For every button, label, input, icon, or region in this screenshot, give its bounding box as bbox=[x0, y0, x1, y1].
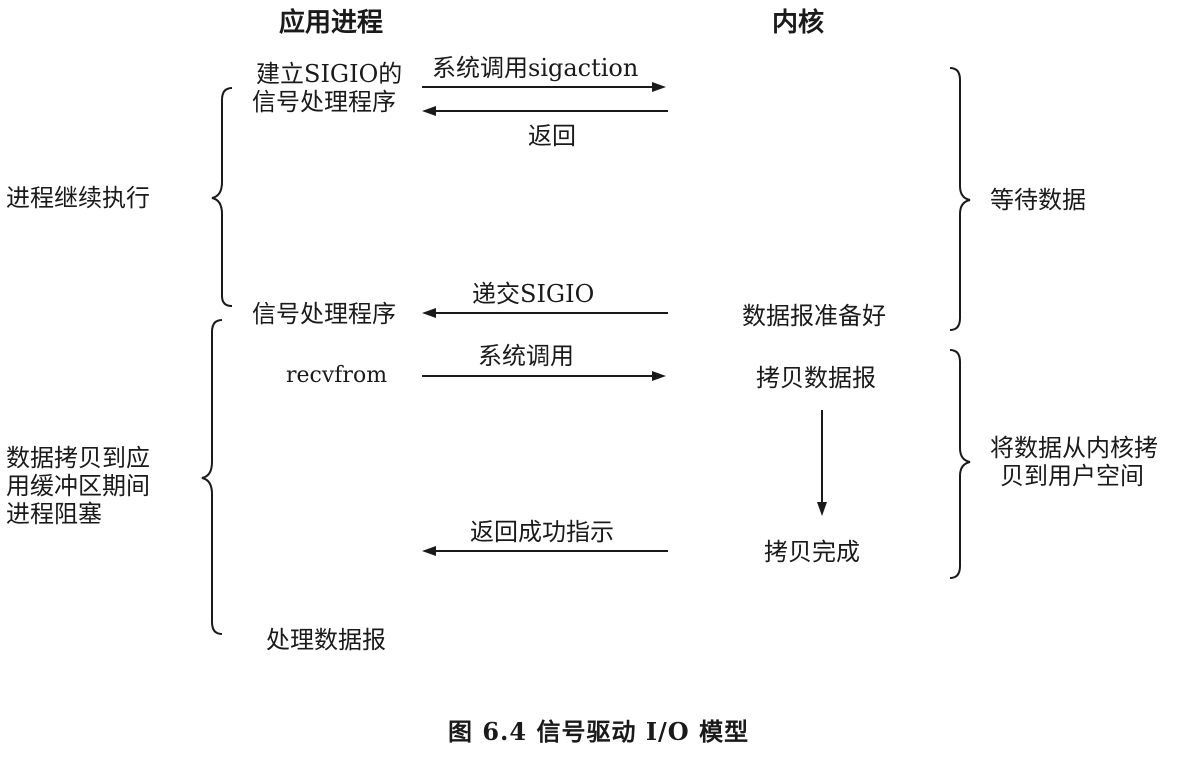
return-success-label: 返回成功指示 bbox=[470, 518, 614, 546]
brace-copy-to-user bbox=[949, 349, 971, 579]
return-label: 返回 bbox=[528, 122, 576, 150]
figure-caption: 图 6.4 信号驱动 I/O 模型 bbox=[448, 717, 750, 746]
arrow-deliver-sigio bbox=[422, 308, 668, 318]
copy-datagram-label: 拷贝数据报 bbox=[756, 364, 876, 392]
blocked-line1: 数据拷贝到应 bbox=[6, 444, 150, 472]
arrow-return-success bbox=[422, 546, 668, 556]
brace-wait-for-data bbox=[949, 67, 971, 331]
setup-sigio-line2: 信号处理程序 bbox=[252, 88, 396, 116]
arrow-copy-down bbox=[817, 410, 827, 516]
brace-process-continues bbox=[211, 87, 233, 307]
copy-complete-label: 拷贝完成 bbox=[764, 538, 860, 566]
sigaction-call-label: 系统调用sigaction bbox=[432, 54, 639, 82]
copy-to-user-line1: 将数据从内核拷 bbox=[990, 434, 1158, 462]
signal-handler-label: 信号处理程序 bbox=[252, 300, 396, 328]
process-continues-label: 进程继续执行 bbox=[6, 184, 150, 212]
blocked-line3: 进程阻塞 bbox=[6, 500, 102, 528]
setup-sigio-line1: 建立SIGIO的 bbox=[256, 60, 403, 88]
header-app-process: 应用进程 bbox=[279, 8, 384, 38]
process-datagram-label: 处理数据报 bbox=[266, 626, 386, 654]
header-kernel: 内核 bbox=[772, 8, 825, 38]
wait-for-data-label: 等待数据 bbox=[990, 186, 1086, 214]
datagram-ready-label: 数据报准备好 bbox=[742, 302, 886, 330]
arrow-sigaction-call bbox=[422, 82, 666, 92]
copy-to-user-line2: 贝到用户空间 bbox=[1000, 462, 1144, 490]
arrow-syscall bbox=[422, 371, 666, 381]
arrow-return bbox=[422, 106, 668, 116]
blocked-line2: 用缓冲区期间 bbox=[6, 472, 150, 500]
recvfrom-label: recvfrom bbox=[286, 363, 388, 388]
syscall-label: 系统调用 bbox=[478, 342, 574, 370]
deliver-sigio-label: 递交SIGIO bbox=[472, 280, 595, 308]
brace-process-blocked bbox=[201, 319, 223, 635]
